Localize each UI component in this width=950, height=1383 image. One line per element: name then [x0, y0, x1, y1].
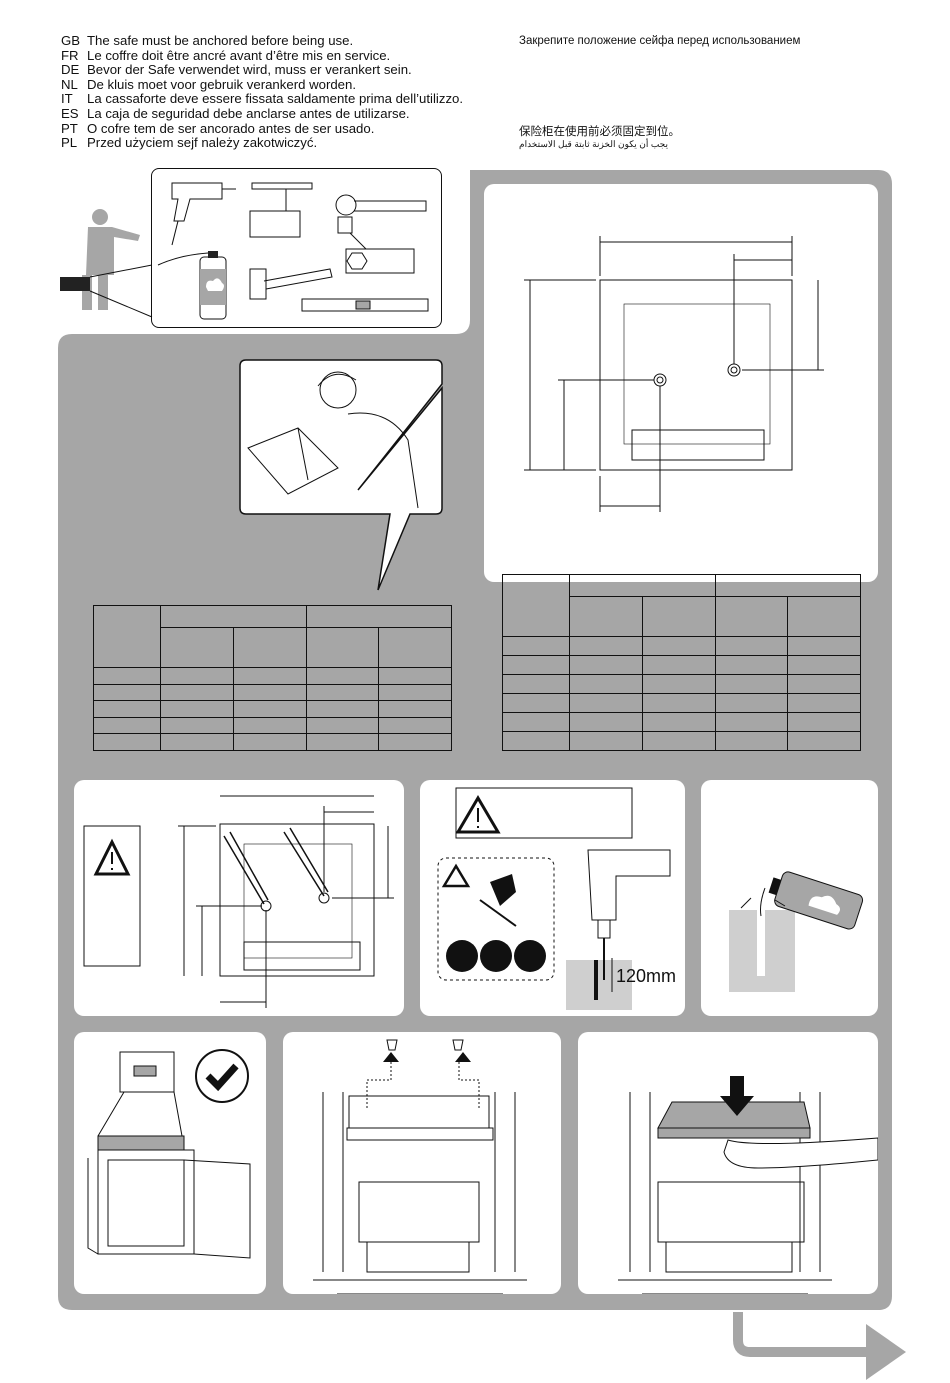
drill-icon: [587, 849, 671, 939]
instruction-zh: 保险柜在使用前必须固定到位。: [519, 126, 680, 138]
instruction-text: Przed użyciem sejf należy zakotwiczyć.: [87, 135, 318, 151]
instruction-text: De kluis moet voor gebruik verankerd wor…: [87, 76, 357, 92]
lang-code: PT: [61, 120, 78, 136]
instruction-row: PL Przed użyciem sejf należy zakotwiczyć.: [61, 135, 463, 151]
pencil-icon: [223, 831, 269, 905]
instruction-row: FR Le coffre doit être ancré avant d’être…: [61, 47, 463, 64]
instruction-row: DE Bevor der Safe verwendet wird, muss er…: [61, 62, 463, 78]
read-manual-illustration: [239, 359, 443, 591]
instructions-block: GB The safe must be anchored before being…: [61, 33, 463, 151]
instruction-ar: يجب أن يكون الخزنة ثابتة قبل الاستخدام: [519, 139, 668, 149]
spray-can-icon: [157, 251, 227, 320]
no-hidden-utilities-icon: [446, 874, 546, 972]
safe-back-dimension-drawing: [524, 236, 824, 512]
drill-depth-label: 120mm: [616, 966, 677, 986]
lang-code: DE: [61, 62, 80, 78]
lang-code: IT: [61, 91, 73, 107]
reading-man-icon: [247, 371, 419, 509]
lang-code: FR: [61, 47, 79, 63]
lang-code: PL: [61, 135, 78, 151]
instruction-row: GB The safe must be anchored before being…: [61, 33, 463, 49]
warning-icon: [455, 795, 501, 834]
cover-plug-icon: [386, 1039, 398, 1051]
lang-code: NL: [61, 76, 78, 92]
spirit-level-icon: [301, 298, 429, 312]
hex-icon: [346, 252, 368, 270]
drill-bit-icon: [251, 182, 313, 190]
arrow-up-icon: [383, 1052, 471, 1062]
drilling-illustration: [437, 787, 671, 1010]
instruction-text: Le coffre doit être ancré avant d’être m…: [87, 47, 391, 63]
dimension-table-right: [502, 574, 861, 751]
dimension-table-left: [93, 605, 452, 751]
warning-icon: [93, 838, 131, 876]
spray-can-icon: [768, 871, 864, 930]
level-safe-illustration: [87, 1049, 251, 1259]
drill-bit-label-box: [249, 210, 301, 238]
instruction-row: IT La cassaforte deve essere fissata sald…: [61, 92, 463, 107]
next-page-arrow-icon: [866, 1324, 906, 1380]
arrow-down-icon: [720, 1076, 754, 1116]
instruction-ru: Закрепите положение сейфа перед использо…: [519, 35, 801, 47]
cover-plug-icon: [452, 1039, 464, 1051]
socket-wrench-icon: [335, 194, 427, 234]
dimension-panel: [484, 184, 878, 582]
lang-code: GB: [61, 33, 81, 48]
remove-covers-illustration: [313, 1039, 527, 1294]
mark-holes-illustration: [83, 795, 394, 1008]
tools-illustration: [60, 182, 429, 320]
rubber-mallet-icon: [249, 268, 333, 300]
toolbox-icon: [60, 277, 90, 291]
instruction-text: Bevor der Safe verwendet wird, muss er v…: [87, 62, 412, 78]
instruction-row: NL De kluis moet voor gebruik verankerd w…: [61, 76, 463, 93]
checkmark-icon: [195, 1049, 249, 1103]
lang-code: ES: [61, 105, 79, 121]
hand-icon: [723, 1137, 878, 1169]
instruction-text: O cofre tem de ser ancorado antes de ser…: [87, 120, 375, 136]
instruction-row: PT O cofre tem de ser ancorado antes de s…: [61, 120, 463, 137]
warning-icon: [441, 863, 471, 888]
place-shelf-illustration: [618, 1076, 878, 1294]
drill-icon: [171, 182, 236, 246]
instruction-text: The safe must be anchored before being u…: [87, 33, 354, 48]
instruction-text: La caja de seguridad debe anclarse antes…: [87, 105, 410, 121]
instruction-row: ES La caja de seguridad debe anclarse ant…: [61, 105, 463, 122]
person-icon: [82, 209, 140, 310]
spray-hole-illustration: [729, 871, 864, 992]
instruction-text: La cassaforte deve essere fissata saldam…: [87, 91, 464, 107]
